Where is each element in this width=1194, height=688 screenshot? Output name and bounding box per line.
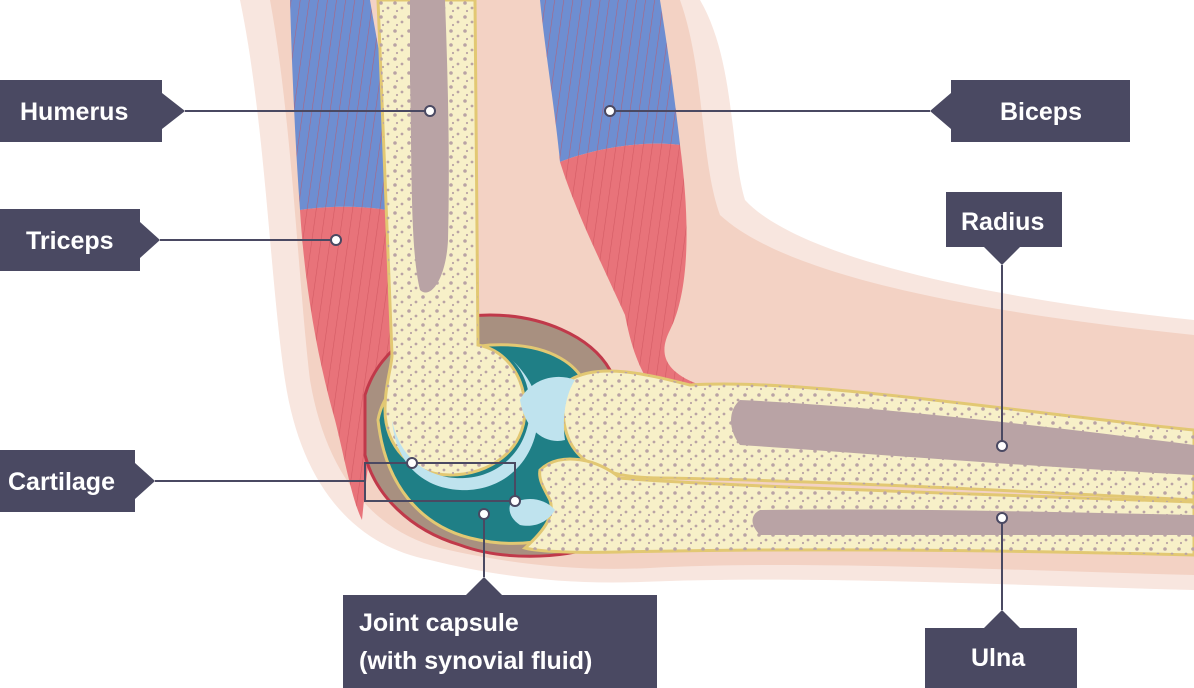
label-biceps-text: Biceps (1000, 98, 1082, 126)
leader-lines (155, 110, 1003, 610)
dot-joint-capsule (478, 508, 490, 520)
forearm-bones (509, 369, 1194, 557)
dot-triceps (330, 234, 342, 246)
humerus-marrow (410, 0, 449, 293)
label-cartilage: Cartilage (0, 450, 155, 512)
dot-radius (996, 440, 1008, 452)
label-triceps: Triceps (0, 209, 160, 271)
label-joint-capsule-line2: (with synovial fluid) (359, 647, 592, 675)
label-radius: Radius (946, 192, 1062, 265)
label-radius-text: Radius (961, 208, 1044, 236)
dot-biceps (604, 105, 616, 117)
label-humerus: Humerus (0, 80, 185, 142)
label-humerus-text: Humerus (20, 98, 128, 126)
dot-humerus (424, 105, 436, 117)
dot-cartilage-lower (509, 495, 521, 507)
label-joint-capsule-line1: Joint capsule (359, 609, 519, 637)
leader-dots (330, 105, 1008, 524)
label-biceps: Biceps (930, 80, 1130, 142)
label-ulna-text: Ulna (971, 644, 1026, 672)
biceps-muscle (540, 0, 700, 385)
dot-ulna (996, 512, 1008, 524)
cartilage-bracket (364, 462, 516, 502)
humerus-bone (376, 0, 539, 491)
humerus-cartilage (392, 360, 539, 491)
label-joint-capsule: Joint capsule (with synovial fluid) (343, 577, 657, 688)
ulna-marrow (752, 509, 1194, 535)
radius-marrow (731, 400, 1194, 475)
forearm-cartilage (520, 376, 575, 441)
label-triceps-text: Triceps (26, 227, 114, 255)
label-cartilage-text: Cartilage (8, 468, 115, 496)
dot-cartilage-upper (406, 457, 418, 469)
label-ulna: Ulna (925, 610, 1077, 688)
